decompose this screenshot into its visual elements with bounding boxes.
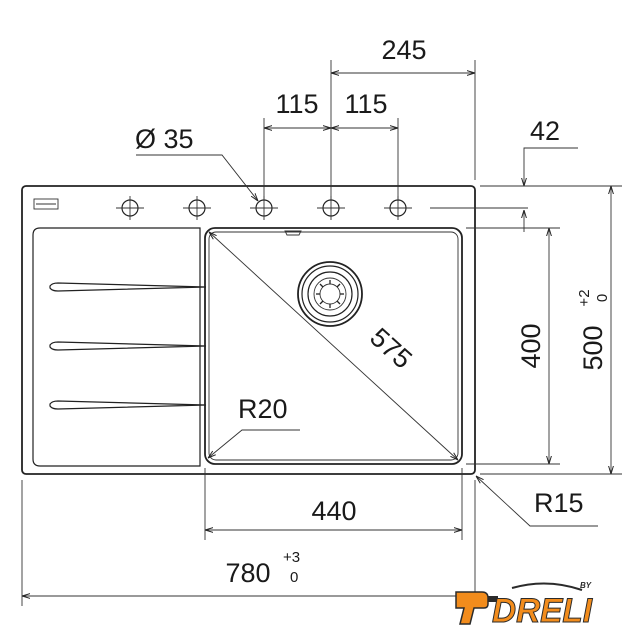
dreli-logo: DRELI BY (455, 581, 594, 630)
logo-text: DRELI (492, 592, 594, 630)
dim-tap-spacing-left: 115 (275, 89, 318, 119)
dim-bowl-depth: 400 (516, 323, 546, 368)
dim-overall-depth-tol-lower: 0 (594, 294, 611, 302)
dim-overall-depth: 500 (578, 325, 608, 370)
dim-bowl-diagonal: 575 (364, 322, 418, 374)
drainboard-outline (32, 227, 201, 467)
tap-hole (116, 196, 144, 220)
logo-swoosh (511, 582, 583, 591)
dim-tap-spacing-total: 245 (381, 35, 426, 65)
bowl-outline (204, 227, 463, 465)
drainboard-grooves (49, 282, 207, 410)
drain (297, 261, 363, 327)
dim-overall-depth-tol-upper: +2 (576, 289, 593, 306)
logo-superscript: BY (580, 581, 592, 590)
drainboard-groove (49, 341, 207, 351)
dim-overall-width: 780 (225, 558, 270, 588)
dim-overall-width-tol-lower: 0 (290, 569, 298, 586)
dim-inner-radius: R20 (238, 394, 288, 424)
drainboard-groove (49, 282, 207, 292)
dim-hole-offset: 42 (530, 116, 560, 146)
dim-tap-spacing-right: 115 (344, 89, 387, 119)
dim-hole-diameter: Ø 35 (135, 124, 194, 154)
drainboard-groove (49, 400, 207, 410)
label-plate (33, 198, 59, 210)
sink-outer-outline (21, 185, 476, 475)
dim-bowl-width: 440 (311, 496, 356, 526)
tap-hole (183, 196, 211, 220)
drill-icon (455, 591, 489, 625)
dim-outer-radius: R15 (534, 488, 584, 518)
dim-overall-width-tol-upper: +3 (283, 549, 300, 566)
tap-holes (116, 196, 412, 220)
